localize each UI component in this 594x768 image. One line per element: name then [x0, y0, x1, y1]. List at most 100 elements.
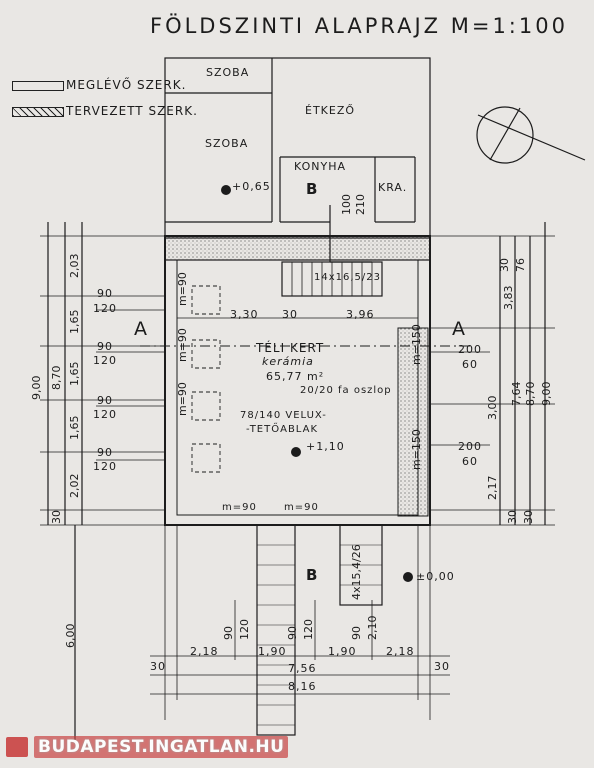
dim-bottom-v-120b: 120 [302, 619, 315, 640]
dim-left-seg-6: 30 [50, 510, 63, 524]
section-a-left: A [134, 318, 148, 340]
win-200-2: 200 [458, 440, 482, 453]
skylight [191, 391, 221, 421]
room-keramia: kerámia [262, 355, 314, 368]
win-90-2: 90 [97, 340, 113, 353]
dim-right-217: 2,17 [486, 475, 499, 501]
dim-right-30: 30 [498, 258, 511, 272]
room-kra: KRA. [378, 181, 408, 194]
dim-right-870: 8,70 [524, 381, 537, 407]
win-90-3: 90 [97, 394, 113, 407]
post-note: 20/20 fa oszlop [300, 385, 392, 396]
dim-bottom-v-210: 2,10 [366, 615, 379, 641]
level-marker [291, 447, 301, 457]
win-60-2: 60 [462, 455, 478, 468]
win-120-4: 120 [93, 460, 117, 473]
dim-bottom-v-90c: 90 [350, 626, 363, 640]
dim-bottom-v-120a: 120 [238, 619, 251, 640]
dim-bottom-30b: 30 [434, 660, 450, 673]
door-100: 100 [340, 194, 353, 215]
room-teli-kert: TÉLI KERT [256, 341, 325, 355]
dim-right-30c: 30 [522, 510, 535, 524]
window-m90-left: m=90 [222, 502, 257, 513]
door-210: 210 [354, 194, 367, 215]
dim-inner-330: 3,30 [230, 308, 259, 321]
level-marker [403, 572, 413, 582]
dim-bottom-218b: 2,18 [386, 645, 415, 658]
outside-stair-main [256, 524, 296, 736]
right-strip [397, 327, 429, 517]
dim-left-mid: 8,70 [50, 365, 63, 391]
legend-planned: TERVEZETT SZERK. [12, 104, 198, 118]
win-120-2: 120 [93, 354, 117, 367]
dim-left-long: 6,00 [64, 623, 77, 649]
dim-left-seg-5: 2,02 [68, 473, 81, 499]
dim-bottom-190a: 1,90 [258, 645, 287, 658]
winter-garden-wall [164, 235, 431, 526]
level-065: +0,65 [232, 180, 271, 193]
watermark: BUDAPEST.INGATLAN.HU [6, 735, 289, 759]
window-m90-v3: m=90 [176, 382, 189, 416]
dim-right-383: 3,83 [502, 285, 515, 311]
dim-left-outer: 9,00 [30, 375, 43, 401]
dim-bottom-190b: 1,90 [328, 645, 357, 658]
dim-bottom-v-90b: 90 [286, 626, 299, 640]
level-000: ±0,00 [416, 570, 455, 583]
window-m90-v2: m=90 [176, 328, 189, 362]
dim-left-seg-2: 1,65 [68, 309, 81, 335]
room-szoba-top: SZOBA [206, 66, 250, 79]
legend-existing: MEGLÉVŐ SZERK. [12, 78, 186, 92]
legend-planned-swatch [12, 106, 64, 117]
watermark-text: BUDAPEST.INGATLAN.HU [34, 736, 289, 758]
dim-bottom-v-90a: 90 [222, 626, 235, 640]
house-icon [6, 737, 28, 757]
window-m90-v1: m=90 [176, 272, 189, 306]
skylight [191, 443, 221, 473]
stair-small-note: 4x15,4/26 [350, 544, 363, 600]
plan-title: FÖLDSZINTI ALAPRAJZ M=1:100 [150, 14, 568, 38]
north-arrow-circle [476, 106, 534, 164]
room-area: 65,77 m² [266, 370, 325, 383]
level-marker [221, 185, 231, 195]
level-110: +1,10 [306, 440, 345, 453]
dim-right-300: 3,00 [486, 395, 499, 421]
stair-top-note: 14x16,5/23 [314, 272, 382, 283]
dim-inner-396: 3,96 [346, 308, 375, 321]
dim-bottom-816: 8,16 [288, 680, 317, 693]
dim-bottom-218a: 2,18 [190, 645, 219, 658]
velux-note-1: 78/140 VELUX- [240, 410, 327, 421]
room-szoba: SZOBA [205, 137, 249, 150]
north-arrow-line [477, 114, 586, 161]
dim-left-seg-1: 2,03 [68, 253, 81, 279]
velux-note-2: -TETŐABLAK [246, 424, 318, 435]
win-90-4: 90 [97, 446, 113, 459]
section-b-bottom: B [306, 566, 319, 584]
section-a-right: A [452, 318, 466, 340]
legend-existing-label: MEGLÉVŐ SZERK. [66, 78, 187, 92]
dim-right-764: 7,64 [510, 381, 523, 407]
win-60-1: 60 [462, 358, 478, 371]
window-m150-upper: m=150 [410, 324, 423, 365]
win-200-1: 200 [458, 343, 482, 356]
window-m90-right: m=90 [284, 502, 319, 513]
skylight [191, 285, 221, 315]
planned-strip [164, 235, 431, 261]
dim-left-seg-4: 1,65 [68, 415, 81, 441]
win-120-3: 120 [93, 408, 117, 421]
dim-right-900: 9,00 [540, 381, 553, 407]
dim-left-seg-3: 1,65 [68, 361, 81, 387]
legend-planned-label: TERVEZETT SZERK. [66, 104, 198, 118]
dim-inner-30: 30 [282, 308, 298, 321]
window-m150-lower: m=150 [410, 429, 423, 470]
skylight [191, 339, 221, 369]
win-90-1: 90 [97, 287, 113, 300]
legend-existing-swatch [12, 80, 64, 91]
section-b-top: B [306, 180, 319, 198]
dim-bottom-30a: 30 [150, 660, 166, 673]
win-120-1: 120 [93, 302, 117, 315]
dim-right-76: 76 [514, 258, 527, 272]
dim-right-30b: 30 [506, 510, 519, 524]
room-konyha: KONYHA [294, 160, 347, 173]
